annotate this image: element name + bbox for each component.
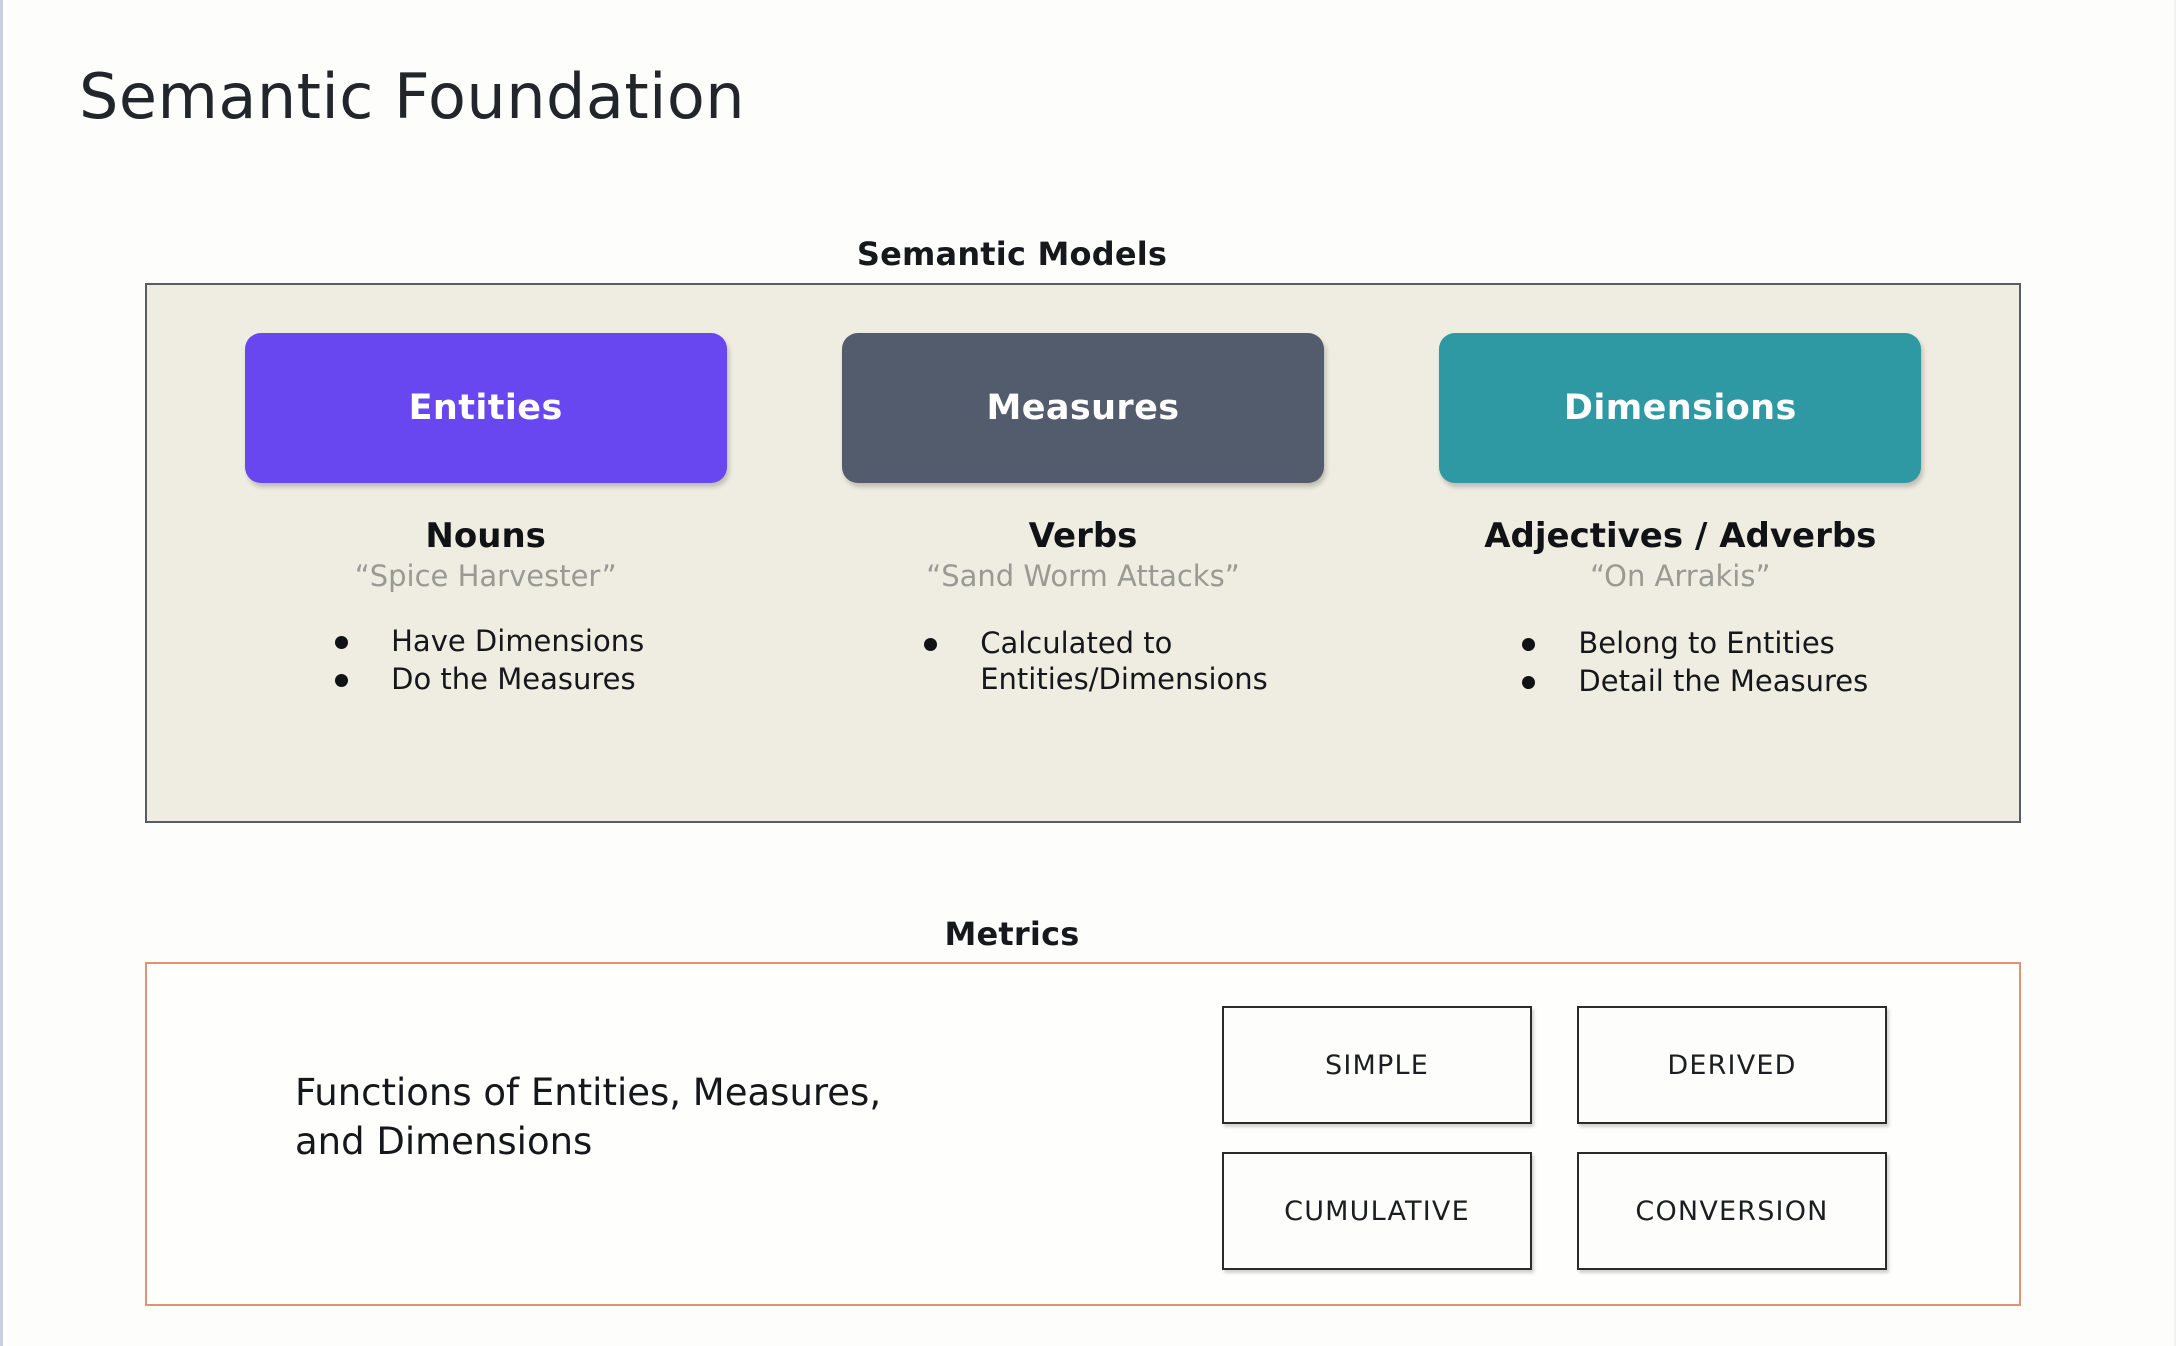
part-of-speech-dimensions: Adjectives / Adverbs	[1484, 516, 1877, 556]
list-item: Do the Measures	[319, 661, 644, 697]
metrics-panel: Functions of Entities, Measures, and Dim…	[145, 962, 2021, 1306]
list-item: Belong to Entities	[1506, 625, 1868, 661]
semantic-models-columns: Entities Nouns “Spice Harvester” Have Di…	[147, 285, 2019, 821]
bullet-list-entities: Have Dimensions Do the Measures	[319, 621, 644, 698]
list-item: Calculated to Entities/Dimensions	[908, 625, 1268, 698]
example-measures: “Sand Worm Attacks”	[926, 558, 1240, 593]
chip-dimensions[interactable]: Dimensions	[1439, 333, 1922, 483]
part-of-speech-entities: Nouns	[425, 516, 546, 556]
metric-type-conversion[interactable]: CONVERSION	[1577, 1152, 1887, 1270]
list-item: Detail the Measures	[1506, 663, 1868, 699]
metrics-type-grid: SIMPLE DERIVED CUMULATIVE CONVERSION	[1222, 1006, 1887, 1270]
metric-type-cumulative[interactable]: CUMULATIVE	[1222, 1152, 1532, 1270]
page-title: Semantic Foundation	[79, 60, 746, 133]
chip-measures[interactable]: Measures	[841, 333, 1324, 483]
bullet-list-measures: Calculated to Entities/Dimensions	[908, 623, 1268, 698]
model-column-measures: Measures Verbs “Sand Worm Attacks” Calcu…	[784, 333, 1381, 821]
bullet-list-dimensions: Belong to Entities Detail the Measures	[1506, 623, 1868, 700]
semantic-models-heading: Semantic Models	[856, 235, 1168, 273]
example-dimensions: “On Arrakis”	[1590, 558, 1771, 593]
model-column-entities: Entities Nouns “Spice Harvester” Have Di…	[187, 333, 784, 821]
chip-entities[interactable]: Entities	[244, 333, 727, 483]
metric-type-derived[interactable]: DERIVED	[1577, 1006, 1887, 1124]
semantic-models-panel: Entities Nouns “Spice Harvester” Have Di…	[145, 283, 2021, 823]
metrics-heading: Metrics	[944, 915, 1080, 953]
part-of-speech-measures: Verbs	[1028, 516, 1138, 556]
metric-type-simple[interactable]: SIMPLE	[1222, 1006, 1532, 1124]
model-column-dimensions: Dimensions Adjectives / Adverbs “On Arra…	[1382, 333, 1979, 821]
example-entities: “Spice Harvester”	[354, 558, 617, 593]
list-item: Have Dimensions	[319, 623, 644, 659]
metrics-description: Functions of Entities, Measures, and Dim…	[295, 1071, 882, 1163]
